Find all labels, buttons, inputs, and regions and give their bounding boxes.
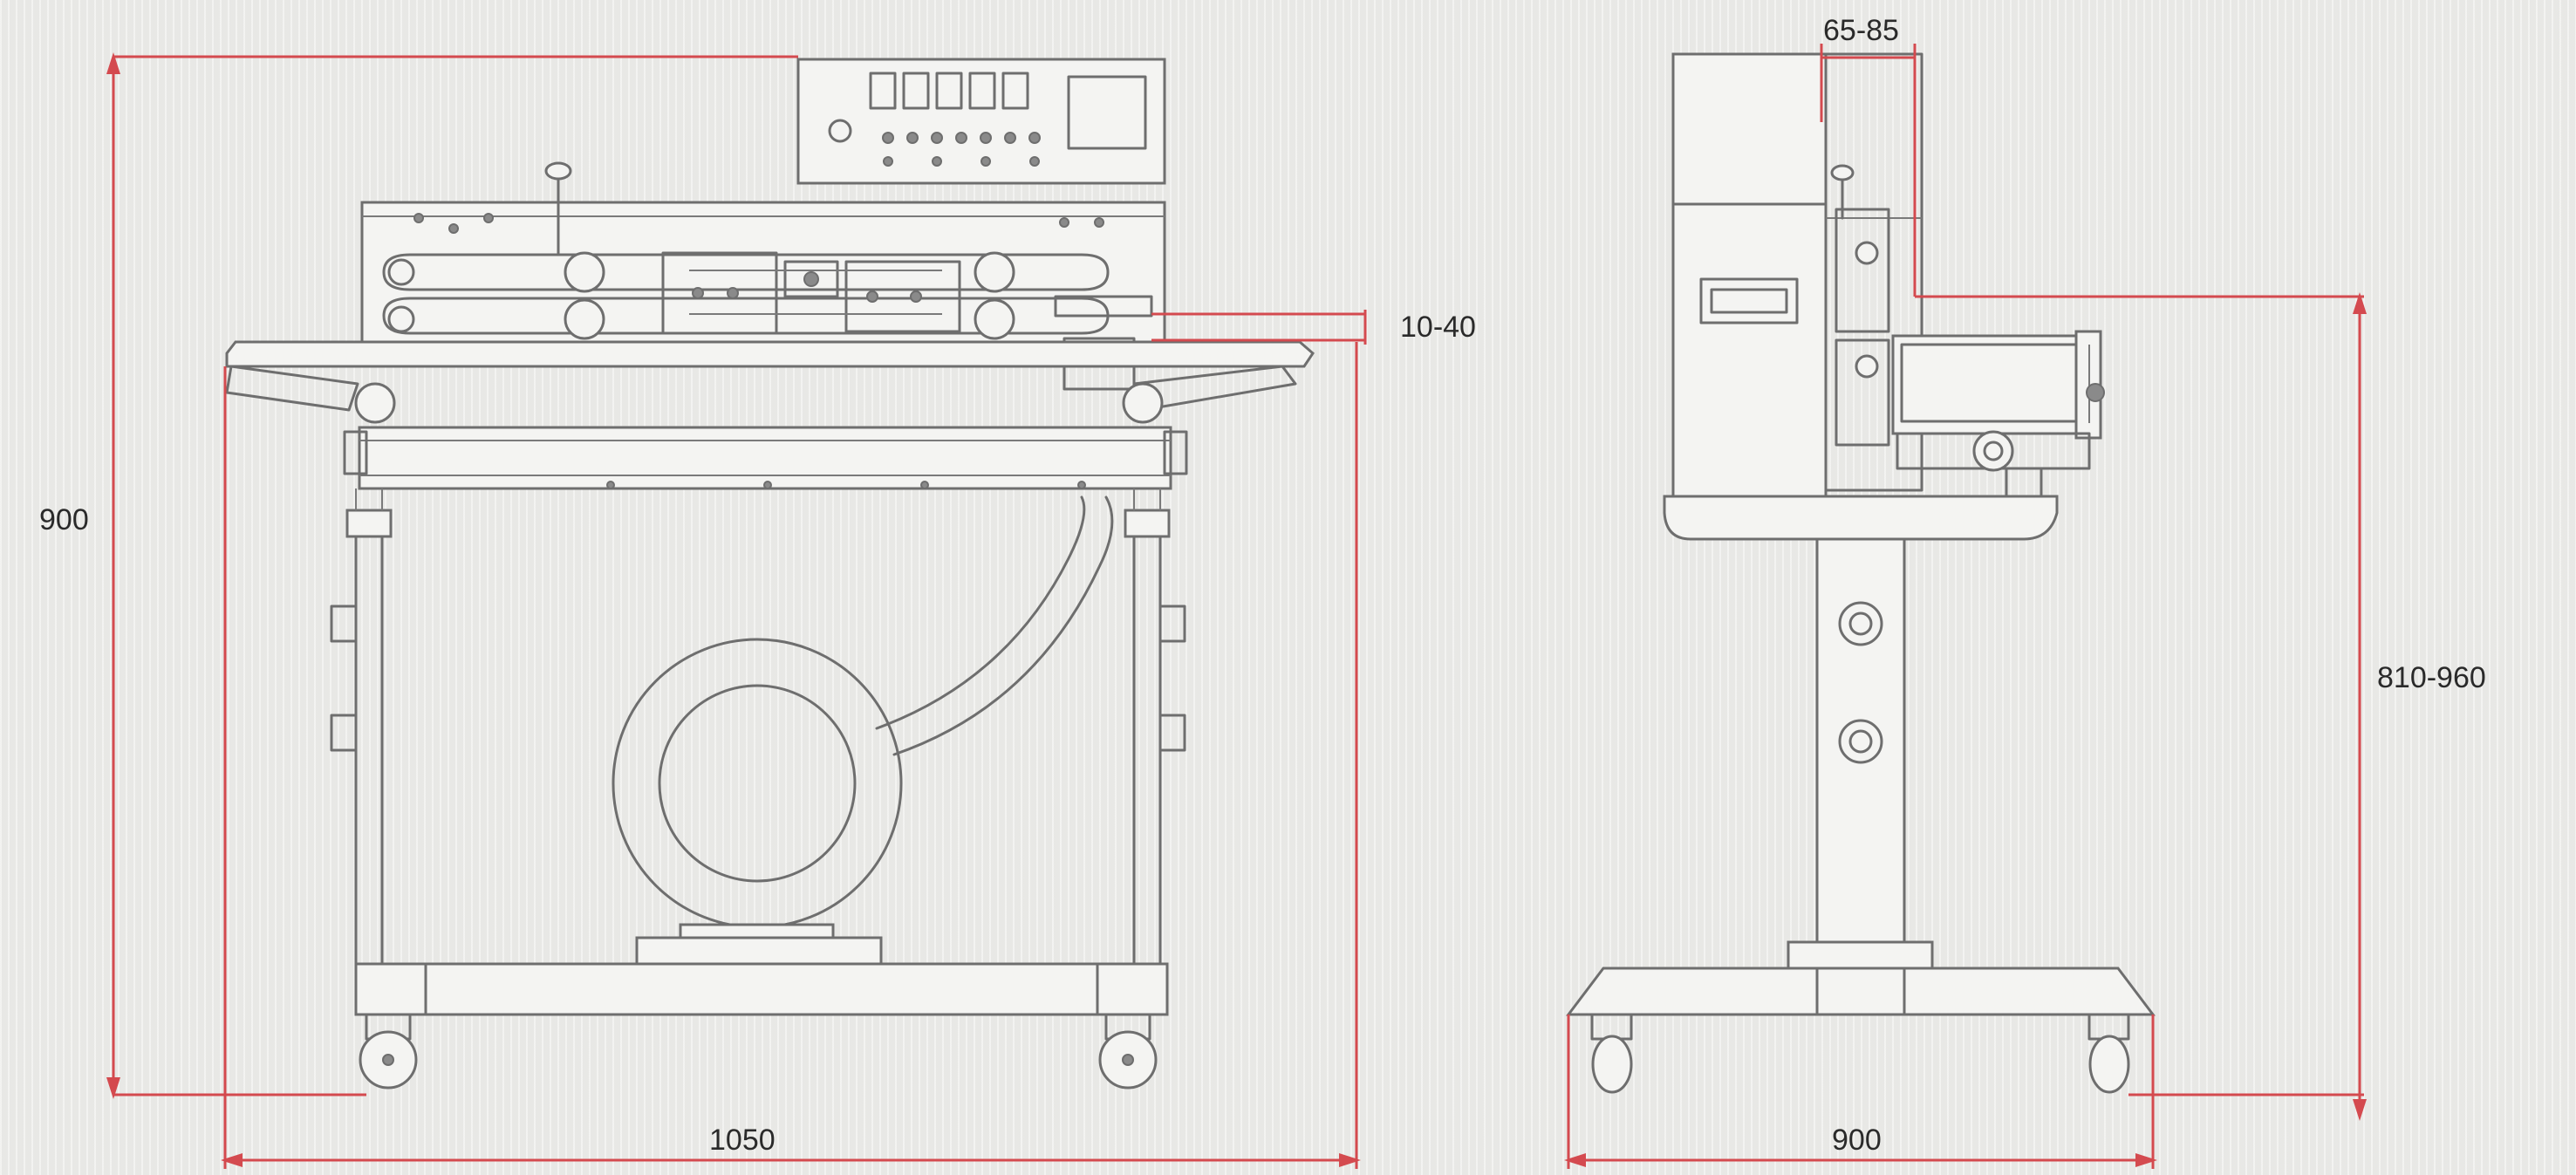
front-view-machine xyxy=(225,58,1315,1090)
front-top-knob xyxy=(544,161,572,255)
side-sealing-head xyxy=(1824,52,1923,492)
side-motor xyxy=(1891,330,2105,472)
front-seal-range-label: 10-40 xyxy=(1400,311,1476,344)
side-cabinet xyxy=(1671,52,1828,498)
dimension-labels: 900 1050 10-40 65-85 810-960 900 xyxy=(39,14,2486,1157)
side-dimensions xyxy=(1564,44,2367,1169)
side-casters xyxy=(1590,1013,2130,1094)
side-width-label: 900 xyxy=(1832,1124,1882,1157)
front-sealing-housing xyxy=(360,201,1166,344)
front-legs xyxy=(330,488,1186,966)
front-casters xyxy=(359,1013,1158,1090)
side-height-range-label: 810-960 xyxy=(2377,661,2486,694)
side-top-plate xyxy=(1663,467,2059,541)
front-conveyor-table xyxy=(225,340,1315,424)
side-top-range-label: 65-85 xyxy=(1823,14,1899,47)
side-base xyxy=(1565,967,2156,1016)
front-base-frame xyxy=(354,962,1169,1016)
front-dimensions xyxy=(106,52,1367,1169)
side-view-machine xyxy=(1565,52,2156,1094)
side-column xyxy=(1787,537,1934,1012)
front-frame-rail xyxy=(343,426,1188,490)
front-height-label: 900 xyxy=(39,503,89,536)
front-control-panel xyxy=(796,58,1166,185)
front-width-label: 1050 xyxy=(709,1124,776,1157)
front-film-roll xyxy=(612,495,1114,966)
